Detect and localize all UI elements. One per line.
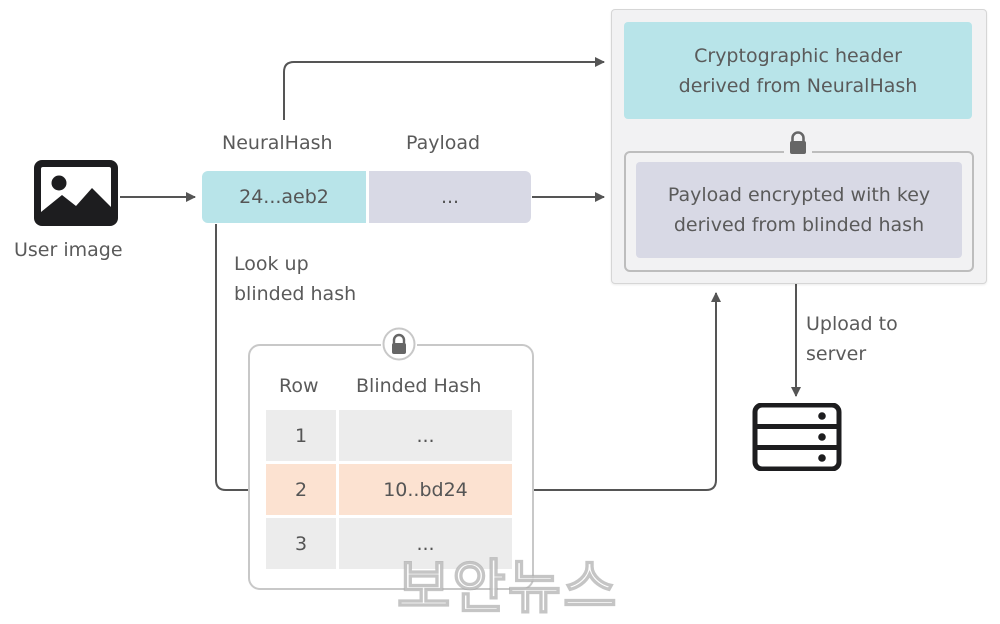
server-icon [752, 402, 842, 472]
upload-label-line2: server [806, 343, 867, 365]
arrow-lookup-to-row [215, 224, 284, 495]
upload-label: Upload to server [806, 309, 898, 369]
arrow-row-to-voucher [512, 292, 721, 491]
table-row-highlighted: 2 10..bd24 [266, 464, 512, 515]
table-row: 1 ... [266, 410, 512, 461]
payload-encrypted-line2: derived from blinded hash [673, 214, 925, 236]
blinded-hash-value: ... [416, 424, 435, 447]
watermark-text: 보안뉴스 [396, 552, 619, 622]
payload-header: Payload [406, 132, 481, 154]
user-image-label: User image [14, 239, 123, 261]
table-header-row: Row [279, 375, 319, 397]
lookup-label-line2: blinded hash [234, 283, 357, 305]
crypto-header-box: Cryptographic header derived from Neural… [624, 22, 972, 119]
payload-cell: ... [369, 171, 531, 223]
user-image-icon [32, 158, 120, 228]
blinded-hash-value: 10..bd24 [383, 478, 468, 501]
neuralhash-header: NeuralHash [222, 132, 333, 154]
lookup-label-line1: Look up [234, 253, 309, 275]
lock-icon [784, 130, 812, 156]
lookup-label: Look up blinded hash [234, 249, 356, 309]
upload-label-line1: Upload to [806, 313, 898, 335]
blinded-hash-value: ... [416, 532, 435, 555]
table-lock-icon [381, 327, 417, 361]
neuralhash-cell: 24...aeb2 [202, 171, 366, 223]
row-number: 2 [294, 478, 308, 501]
table-row: 3 ... [266, 518, 512, 569]
table-header-blinded-hash: Blinded Hash [356, 375, 482, 397]
payload-encrypted-line1: Payload encrypted with key [667, 184, 931, 206]
neuralhash-value: 24...aeb2 [239, 186, 329, 208]
arrow-hash-to-header [283, 57, 605, 120]
row-number: 3 [294, 532, 308, 555]
payload-encrypted-box: Payload encrypted with key derived from … [636, 162, 962, 258]
row-number: 1 [294, 424, 308, 447]
payload-value: ... [440, 186, 460, 208]
crypto-header-line1: Cryptographic header [694, 44, 902, 67]
crypto-header-line2: derived from NeuralHash [678, 74, 918, 97]
